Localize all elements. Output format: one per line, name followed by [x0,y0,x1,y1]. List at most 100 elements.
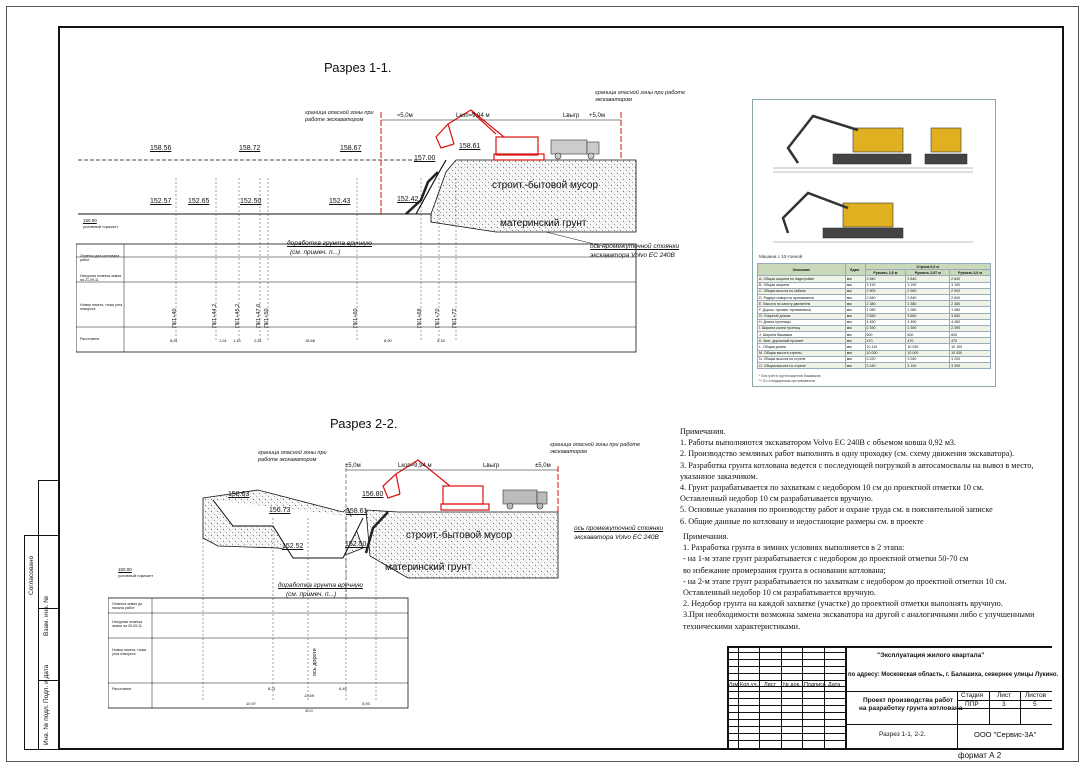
tb-sheet-h: Лист [997,692,1012,699]
s1-picket-3: ПК1+47,6 [256,303,262,328]
s2-row-0: Отметка земли до начала работ [112,602,143,611]
spec-table: Описание Един. Стрела 6,0 м Рукоять 2,5 … [757,262,992,370]
profile-table [76,243,637,353]
s1-picket-1: ПК1+44,2 [212,303,218,328]
spec-cell: 3 100 [905,361,951,370]
notes-2-line-7: техническими характеристиками. [683,621,801,631]
s1-dorabotka-1: доработка грунта вручную [287,240,372,247]
s1-elev-top-0: 158.56 [150,145,172,152]
s1-elev-bot-3: 152.43 [329,198,351,205]
section-2-drawing [108,459,559,709]
spec-h-desc: Описание [757,262,846,277]
s1-elev-top-3: 158.61 [459,143,481,150]
truck-2 [502,489,548,510]
spec-cell: 3 390 [949,361,991,370]
tb-org: ООО "Сервис-3А" [974,730,1037,739]
notes-1-line-5: Оставленный недобор 10 см разрабатываетс… [680,494,873,504]
s2-danger-right-label: граница опасной зоны при работе экскават… [550,442,641,455]
s2-elev-1: 156.73 [269,507,291,514]
s2-row-2: Номер пикета, точки угла поворота [112,648,147,657]
s1-elev-bot-2: 152.50 [240,198,262,205]
notes-1-line-0: 1. Работы выполняются экскаватором Volvo… [680,438,957,448]
s1-elev-top-2: 158.67 [340,145,362,152]
debris-edge [405,171,439,215]
spec-foot-1: * Без учёта грунтозацепов башмаков [759,374,821,378]
notes-2-line-6: 3.При необходимости возможна замена экск… [683,610,1035,620]
spec-cell: O. Общая высота по стреле [757,361,846,370]
notes-2: Примечания. 1. Разработка грунта в зимни… [683,531,1035,632]
spec-cell: мм [844,361,866,370]
s2-row-1: Натурная отметка земли на 26.09.11 [112,620,143,629]
s1-label-grunt: материнский грунт [500,218,587,229]
s1-dist-3: 2,81 [254,338,262,343]
s2-dist-3: 10,97 [246,701,257,706]
tb-drawing-name: Разрез 1-1, 2-2. [879,731,926,738]
binding-label-agreed: Согласовано [28,555,35,595]
section-1-title: Разрез 1-1. [324,60,392,75]
notes-2-line-3: - на 2-м этапе грунт разрабатывается по … [683,576,1007,586]
s2-elev-0: 158.63 [228,491,250,498]
notes-1: Примечания. 1. Работы выполняются экскав… [680,426,1034,527]
s2-danger-left-label: граница опасной зоны при работе экскават… [258,450,327,463]
s1-elev-top-4: 157.00 [414,155,436,162]
tb-col-doc: № док. [783,682,801,688]
soil-right [365,509,559,579]
s1-elev-bot-1: 152.65 [188,198,210,205]
s2-dist-5: 30,0 [305,708,313,713]
notes-1-line-4: 4. Грунт разрабатывается по захваткам с … [680,483,984,493]
s1-dist-2: 1,44 [233,338,241,343]
binding-cell-sign [39,609,58,681]
binding-cell-agreed [39,481,58,536]
s1-picket-7: ПК1+70 [435,308,441,328]
notes-1-line-2: 3. Разработка грунта котлована ведется с… [680,460,1034,470]
tb-project: "Эксплуатация жилого квартала" [877,652,985,659]
excavator-spec-panel: Машина с 10-тонной Описание Един. Стрела… [752,99,996,387]
notes-2-title: Примечания. [683,532,729,541]
notes-2-line-1: - на 1-м этапе грунт разрабатывается с н… [683,554,969,564]
s2-axis-2: экскаватора Volvo EC 240B [574,534,659,541]
s1-picket-0: ПК1+40 [172,308,178,328]
s2-axis-1: ось промежуточной стоянки [574,525,664,532]
notes-2-line-2: во избежание промерзания грунта в основа… [683,565,886,575]
s2-row-3: Расстояние [112,687,132,691]
tb-stage-h: Стадия [961,692,984,699]
s1-dist-6: 4,18 [437,338,445,343]
s1-elev-top-1: 158.72 [239,145,261,152]
s2-dorabotka-2: (см. примеч. п...) [286,591,337,598]
s2-dist-0: 8,21 [268,686,276,691]
s1-dist-1: 1,51 [219,338,227,343]
s1-dist-5: 8,90 [384,338,392,343]
notes-1-title: Примечания. [680,427,726,436]
s2-usl-gor-label: условный горизонт [118,573,154,578]
tb-col-sign: Подпись [804,682,826,688]
excavator-1 [435,109,545,161]
s1-usl-gor-label: условный горизонт [83,224,119,229]
s1-dim-left: ≈5,0м [397,113,413,119]
title-block: Изм. Кол.уч. Лист № док. Подпись Дата "Э… [727,646,1058,749]
binding-label-sign: Подп. и дата [43,664,50,703]
s2-dist-1: 6,49 [339,686,347,691]
s1-label-musor: строит.-бытовой мусор [492,180,599,191]
s2-label-grunt: материнский грунт [385,562,472,573]
s2-road-label: ось дороги [312,648,318,676]
binding-strip-outer [24,535,38,750]
s1-usl-gor: 150.00 [83,218,97,223]
s1-danger-right-label: граница опасной зоны при работе экскават… [595,90,686,103]
drawing-frame [58,26,1064,750]
s1-picket-2: ПК1+45,2 [235,303,241,328]
truck-1 [550,139,600,160]
section-1-drawing [76,109,637,353]
spec-caption: Машина с 10-тонной [759,254,803,259]
tb-col-list: Лист [764,682,776,688]
excavator-dimension-drawing [773,114,973,243]
s1-dim-mid: Lкоп=9,94 м [456,113,490,119]
tb-sheets-h: Листов [1025,692,1047,699]
s2-elev-2: 158.61 [346,508,368,515]
excavator-2 [382,459,490,511]
